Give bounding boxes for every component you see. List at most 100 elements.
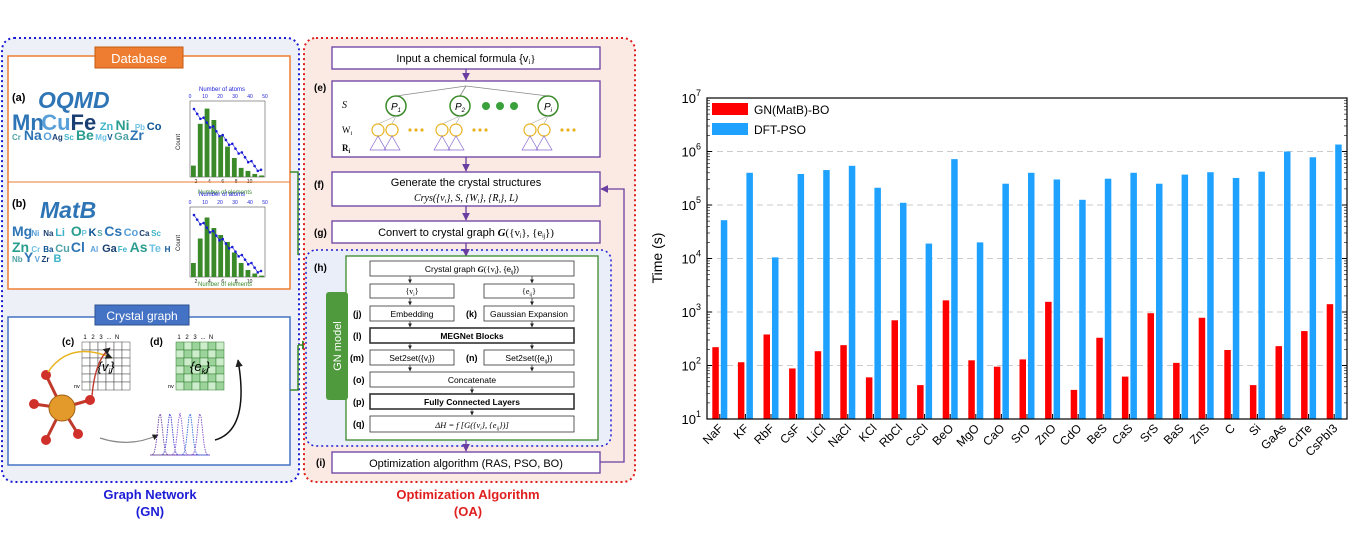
optimization-algorithm-panel: Input a chemical formula {vi} (e) S Wi R… xyxy=(303,37,636,519)
elements-tick: 6 xyxy=(221,279,224,285)
word-v: V xyxy=(107,133,113,142)
word-s: S xyxy=(97,229,103,238)
word-as: As xyxy=(130,239,148,255)
word-zn: Zn xyxy=(12,239,29,255)
structure-tree-box xyxy=(331,80,601,158)
word-fe: Fe xyxy=(71,110,97,135)
histogram-bar xyxy=(238,263,244,277)
word-k: K xyxy=(88,227,96,239)
svg-text:Optimization algorithm (RAS, P: Optimization algorithm (RAS, PSO, BO) xyxy=(369,458,563,470)
chart-bar-dft-pso xyxy=(925,243,933,419)
chart-legend-label: DFT-PSO xyxy=(754,123,806,137)
atoms-tick: 20 xyxy=(217,200,223,206)
word-na: Na xyxy=(24,127,42,143)
megnet-blocks-box xyxy=(369,327,575,344)
feedback-loop-arrow xyxy=(600,185,625,463)
tree-ellipsis-dot xyxy=(496,102,504,110)
chart-x-tick-label: RbCl xyxy=(876,421,905,450)
chart-bar-gn-matb-bo xyxy=(865,377,873,419)
chart-x-tick-label: KF xyxy=(731,421,752,442)
svg-text:Number of atoms: Number of atoms xyxy=(199,87,245,93)
svg-text:Count: Count xyxy=(176,134,182,150)
atoms-tick: 0 xyxy=(189,94,192,100)
word-ag: Ag xyxy=(52,133,63,142)
word-ga: Ga xyxy=(114,131,130,143)
word-mg: Mg xyxy=(95,133,107,142)
svg-text:Gaussian Expansion: Gaussian Expansion xyxy=(490,309,568,319)
set2set-edges-box xyxy=(483,349,575,366)
atoms-tick: 0 xyxy=(189,200,192,206)
histogram-bar xyxy=(204,108,210,177)
word-h: H xyxy=(165,245,171,254)
chart-bars xyxy=(712,144,1342,420)
chart-x-tick-label: BeS xyxy=(1084,421,1110,447)
svg-text:(o): (o) xyxy=(353,375,365,385)
svg-text:P1: P1 xyxy=(391,102,401,114)
histogram-bar xyxy=(211,228,217,277)
chart-bar-dft-pso xyxy=(1284,151,1291,419)
chart-x-tick-label: C xyxy=(1222,421,1238,437)
histogram-bar xyxy=(191,165,196,177)
panel-i-label: (i) xyxy=(316,458,325,469)
svg-text:Ri: Ri xyxy=(342,143,351,155)
elements-tick: 2 xyxy=(195,279,198,285)
chart-legend-swatch xyxy=(712,123,748,135)
chart-x-tick-label: MgO xyxy=(954,421,982,449)
chart-bar-dft-pso xyxy=(874,187,881,419)
matrix-col-label: N xyxy=(209,335,213,341)
tree-node-r xyxy=(521,135,539,151)
panel-h-label: (h) xyxy=(314,263,327,274)
panel-d-label: (d) xyxy=(150,337,163,348)
chart-x-tick-label: CaO xyxy=(980,421,1007,448)
histogram-bar xyxy=(218,135,224,177)
word-te: Te xyxy=(149,243,161,255)
chart-bar-dft-pso xyxy=(772,257,779,419)
matrix-symbol: {ek} xyxy=(190,359,211,376)
chart-bar-gn-matb-bo xyxy=(789,368,796,419)
tree-node-r xyxy=(433,135,451,151)
svg-text:Crystal graph G({vi}, {eij}): Crystal graph G({vi}, {eij}) xyxy=(425,264,519,276)
word-zr: Zr xyxy=(42,255,50,264)
matrix-row-label: nv xyxy=(74,384,80,390)
chart-bar-dft-pso xyxy=(797,173,805,419)
svg-text:Number of elements: Number of elements xyxy=(198,282,252,288)
word-sc: Sc xyxy=(64,133,74,142)
chart-y-tick-label: 105 xyxy=(682,195,701,213)
tree-node-w xyxy=(435,123,449,137)
elements-tick: 4 xyxy=(208,279,211,285)
svg-text:Generate the crystal structure: Generate the crystal structures xyxy=(391,177,542,189)
gn-model-side-tab xyxy=(326,292,348,400)
oqmd-panel-label: (a) xyxy=(12,92,26,104)
chart-bar-gn-matb-bo xyxy=(1275,346,1282,419)
svg-text:{eij}: {eij} xyxy=(522,287,536,298)
svg-text:Fully Connected Layers: Fully Connected Layers xyxy=(424,397,520,407)
histogram-bar xyxy=(225,242,230,277)
matrix-col-label: 1 xyxy=(83,335,87,341)
gn-model-label: GN model xyxy=(332,321,344,371)
gn-caption-line1: Graph Network xyxy=(103,487,197,502)
chart-x-tick-label: NaF xyxy=(700,421,726,447)
molecule-illustration xyxy=(29,347,243,445)
panel-e-label: (e) xyxy=(314,83,326,94)
matrix-col-label: ... xyxy=(106,335,111,341)
oa-caption-line1: Optimization Algorithm xyxy=(396,487,539,502)
chart-x-tick-label: KCl xyxy=(856,421,880,445)
svg-text:(n): (n) xyxy=(466,353,478,363)
svg-text:Set2set({eij}): Set2set({eij}) xyxy=(505,353,552,365)
svg-text:ΔH = f [G({vi}, {eij})]: ΔH = f [G({vi}, {eij})] xyxy=(434,420,509,432)
word-ba: Ba xyxy=(43,245,54,254)
chart-y-tick-label: 106 xyxy=(682,142,701,160)
chart-bar-gn-matb-bo xyxy=(1326,304,1334,419)
chart-bar-dft-pso xyxy=(1309,157,1317,419)
elements-tick: 10 xyxy=(247,279,253,285)
chart-bar-dft-pso xyxy=(720,220,728,419)
chart-x-tick-label: GaAs xyxy=(1258,421,1289,452)
svg-text:(m): (m) xyxy=(350,353,364,363)
